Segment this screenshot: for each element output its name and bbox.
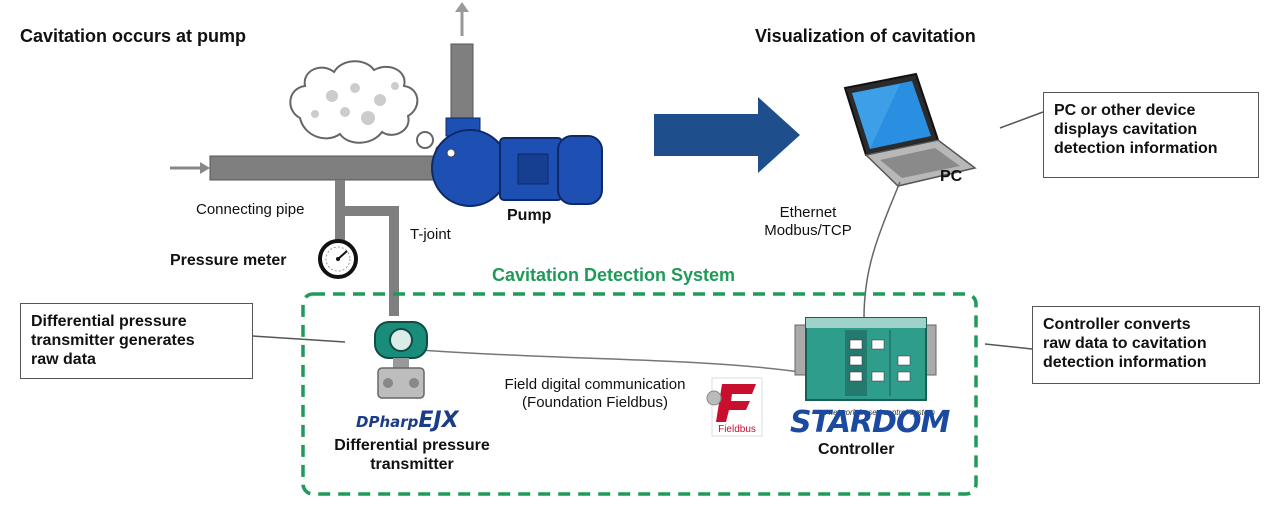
t-joint: [345, 206, 397, 216]
pc-callout-line-2: displays cavitation: [1054, 121, 1198, 138]
stardom-tagline: a network-based control system: [822, 408, 935, 417]
controller-callout: Controller converts raw data to cavitati…: [1032, 306, 1260, 384]
controller-callout-line-3: detection information: [1043, 354, 1207, 371]
fieldbus-logo-text: Fieldbus: [718, 424, 756, 435]
connecting-pipe: [335, 180, 345, 242]
pc-callout-leader: [999, 111, 1044, 129]
system-title: Cavitation Detection System: [492, 265, 736, 285]
laptop-icon: [843, 72, 977, 187]
inlet-arrow-icon: [170, 162, 210, 174]
dpharp-logo-b: EJX: [418, 408, 459, 433]
dpharp-logo: DPharpEJX: [356, 408, 459, 433]
fieldbus-logo-icon: [706, 377, 763, 437]
pipe-to-transmitter: [389, 206, 399, 316]
stardom-logo: STARDOM: [790, 405, 950, 440]
dp-transmitter-label-1: Differential pressure: [334, 437, 490, 454]
pc-callout-line-1: PC or other device: [1054, 102, 1196, 119]
right-heading: Visualization of cavitation: [755, 26, 976, 46]
pc-callout: PC or other device displays cavitation d…: [1043, 92, 1259, 178]
transmitter-icon: [374, 321, 428, 399]
left-heading: Cavitation occurs at pump: [20, 26, 247, 46]
pc-callout-line-3: detection information: [1054, 140, 1218, 157]
pressure-gauge-icon: [318, 239, 358, 279]
controller-callout-line-1: Controller converts: [1043, 316, 1191, 333]
field-comm-label-1: Field digital communication: [504, 376, 686, 393]
controller-icon: [794, 317, 937, 401]
transmitter-callout-line-1: Differential pressure: [31, 313, 187, 330]
field-comm-label-2: (Foundation Fieldbus): [522, 394, 668, 411]
transmitter-callout: Differential pressure transmitter genera…: [20, 303, 253, 379]
transmitter-callout-leader: [252, 335, 346, 343]
pc-label: PC: [940, 168, 963, 185]
dpharp-logo-a: DPharp: [356, 413, 419, 431]
transmitter-callout-line-3: raw data: [31, 351, 96, 368]
dp-transmitter-label-2: transmitter: [370, 456, 454, 473]
transmitter-callout-line-2: transmitter generates: [31, 332, 195, 349]
outlet-arrow-icon: [455, 2, 469, 36]
fieldbus-cable: [419, 349, 801, 373]
cavitation-bubbles-icon: [289, 60, 445, 155]
system-boundary: [301, 292, 978, 496]
t-joint-label: T-joint: [410, 226, 451, 243]
pump-icon: [431, 117, 603, 207]
ethernet-label: Ethernet: [779, 204, 837, 221]
pressure-meter-label: Pressure meter: [170, 252, 287, 269]
modbus-label: Modbus/TCP: [764, 222, 852, 239]
pump-label: Pump: [507, 207, 552, 224]
ethernet-cable: [863, 181, 901, 319]
connecting-pipe-label: Connecting pipe: [196, 201, 305, 218]
flow-arrow-icon: [654, 97, 800, 173]
main-pipe: [209, 155, 456, 181]
controller-callout-leader: [984, 343, 1033, 350]
controller-callout-line-2: raw data to cavitation: [1043, 335, 1207, 352]
controller-label: Controller: [818, 441, 895, 458]
